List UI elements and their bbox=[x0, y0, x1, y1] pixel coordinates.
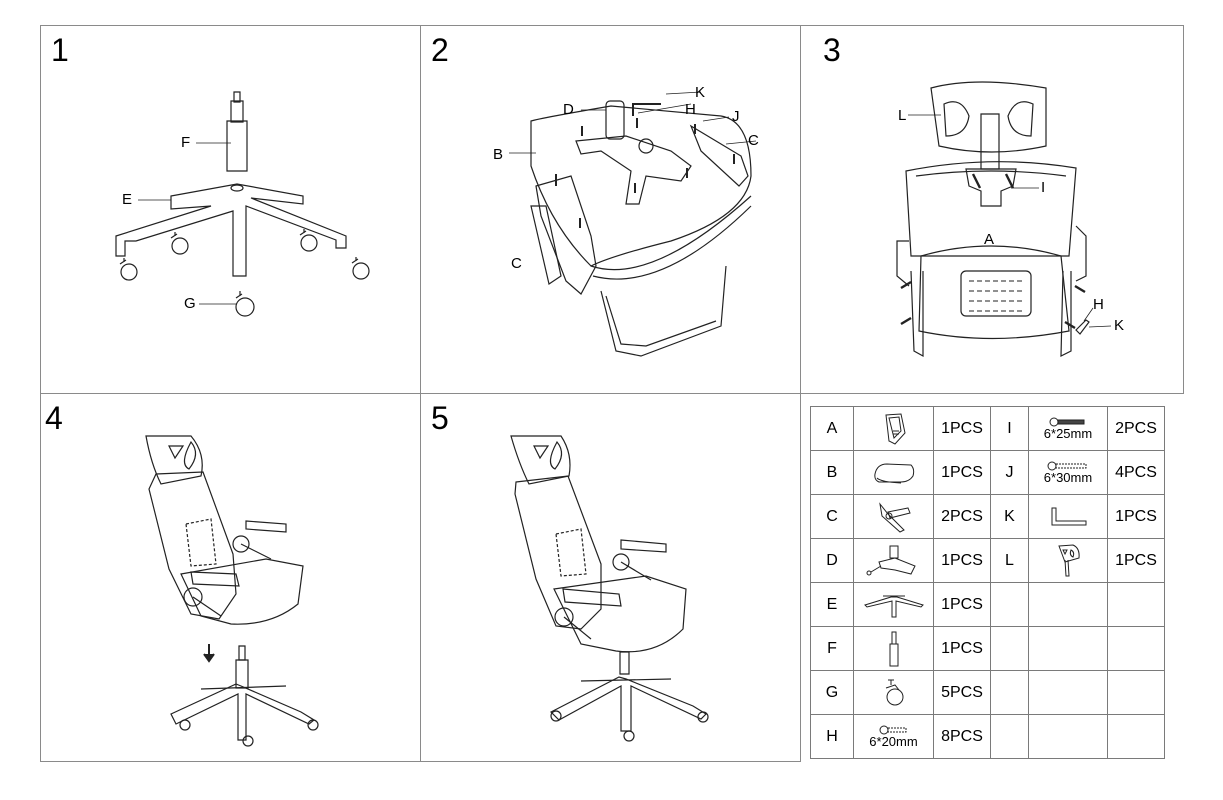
step-number: 3 bbox=[823, 32, 841, 68]
callout-D: D bbox=[563, 101, 574, 118]
part-label: I bbox=[990, 406, 1029, 451]
gas-lift-icon bbox=[853, 626, 934, 671]
part-label: C bbox=[810, 494, 854, 539]
base-part bbox=[171, 646, 318, 746]
step-4-panel: 4 bbox=[40, 393, 421, 762]
gas-lift-part bbox=[227, 92, 247, 171]
part-size: 6*25mm bbox=[1043, 426, 1093, 441]
step-1-panel: 1 F E G bbox=[40, 25, 421, 394]
backrest-part bbox=[906, 162, 1076, 256]
part-qty: 4PCS bbox=[1107, 450, 1165, 495]
step-2-panel: 2 K D H J C B C bbox=[420, 25, 801, 394]
callout-E: E bbox=[122, 191, 133, 208]
headrest-part bbox=[931, 82, 1046, 152]
part-label: J bbox=[990, 450, 1029, 495]
step-number: 1 bbox=[51, 32, 69, 68]
screws bbox=[556, 118, 734, 228]
completed-chair-drawing bbox=[421, 394, 802, 763]
chair-onto-base-drawing bbox=[41, 394, 422, 763]
screw-icon: 6*25mm bbox=[1028, 406, 1108, 451]
base-assembly-drawing bbox=[41, 26, 422, 395]
step-number: 5 bbox=[431, 400, 449, 436]
callout-C: C bbox=[511, 255, 522, 272]
part-label: D bbox=[810, 538, 854, 583]
callout-B: B bbox=[493, 146, 504, 163]
down-arrow-icon bbox=[204, 644, 214, 661]
part-label: F bbox=[810, 626, 854, 671]
part-qty: 1PCS bbox=[1107, 538, 1165, 583]
part-label: K bbox=[990, 494, 1029, 539]
backrest-assembly-drawing bbox=[801, 26, 1185, 395]
star-base-icon bbox=[853, 582, 934, 627]
part-qty: 2PCS bbox=[933, 494, 991, 539]
part-qty: 1PCS bbox=[933, 450, 991, 495]
callout-C: C bbox=[748, 132, 759, 149]
part-size: 6*20mm bbox=[869, 734, 918, 749]
part-qty: 2PCS bbox=[1107, 406, 1165, 451]
step-number: 2 bbox=[431, 32, 449, 68]
seat-cushion-icon bbox=[853, 450, 934, 495]
table-row: A 1PCS I 6*25mm 2PCS bbox=[810, 406, 1165, 451]
caster-icon bbox=[853, 670, 934, 715]
callout-K: K bbox=[1114, 317, 1125, 334]
allen-key-icon bbox=[1028, 494, 1108, 539]
parts-list-table: A 1PCS I 6*25mm 2PCS B 1PCS J 6*30mm 4PC… bbox=[810, 406, 1165, 759]
part-label: H bbox=[810, 714, 854, 759]
seat-assembly-drawing bbox=[421, 26, 802, 395]
seat-part bbox=[531, 106, 751, 266]
part-qty: 5PCS bbox=[933, 670, 991, 715]
mechanism-part bbox=[576, 136, 691, 204]
part-label: A bbox=[810, 406, 854, 451]
chair-upper-part bbox=[146, 436, 303, 624]
table-row: F 1PCS bbox=[810, 626, 1165, 671]
part-qty: 1PCS bbox=[1107, 494, 1165, 539]
mechanism-icon bbox=[853, 538, 934, 583]
callout-J: J bbox=[732, 108, 740, 125]
long-screw-icon: 6*30mm bbox=[1028, 450, 1108, 495]
callout-H: H bbox=[1093, 296, 1104, 313]
callout-K: K bbox=[695, 84, 706, 101]
callout-F: F bbox=[181, 134, 191, 151]
table-row: C 2PCS K 1PCS bbox=[810, 494, 1165, 539]
part-qty: 1PCS bbox=[933, 626, 991, 671]
backrest-part bbox=[601, 266, 726, 356]
backrest-icon bbox=[853, 406, 934, 451]
callout-I: I bbox=[1041, 179, 1046, 196]
callout-H: H bbox=[685, 101, 696, 118]
short-screw-icon: 6*20mm bbox=[853, 714, 934, 759]
caster-parts bbox=[120, 229, 369, 316]
step-5-panel: 5 bbox=[420, 393, 801, 762]
callout-G: G bbox=[184, 295, 196, 312]
part-label: L bbox=[990, 538, 1029, 583]
callout-L: L bbox=[898, 107, 907, 124]
part-label: G bbox=[810, 670, 854, 715]
part-qty: 8PCS bbox=[933, 714, 991, 759]
headrest-icon bbox=[1028, 538, 1108, 583]
table-row: E 1PCS bbox=[810, 582, 1165, 627]
step-3-panel: 3 L I A H K bbox=[800, 25, 1184, 394]
star-base-part bbox=[116, 184, 346, 276]
part-size: 6*30mm bbox=[1043, 470, 1093, 485]
armrest-left bbox=[536, 176, 596, 294]
callout-A: A bbox=[984, 231, 995, 248]
step-number: 4 bbox=[45, 400, 63, 436]
part-qty: 1PCS bbox=[933, 582, 991, 627]
part-qty: 1PCS bbox=[933, 406, 991, 451]
table-row: G 5PCS bbox=[810, 670, 1165, 715]
table-row: D 1PCS L 1PCS bbox=[810, 538, 1165, 583]
armrest-right bbox=[691, 126, 748, 186]
part-label: B bbox=[810, 450, 854, 495]
armrest-icon bbox=[853, 494, 934, 539]
table-row: H 6*20mm 8PCS bbox=[810, 714, 1165, 759]
part-qty: 1PCS bbox=[933, 538, 991, 583]
table-row: B 1PCS J 6*30mm 4PCS bbox=[810, 450, 1165, 495]
part-label: E bbox=[810, 582, 854, 627]
